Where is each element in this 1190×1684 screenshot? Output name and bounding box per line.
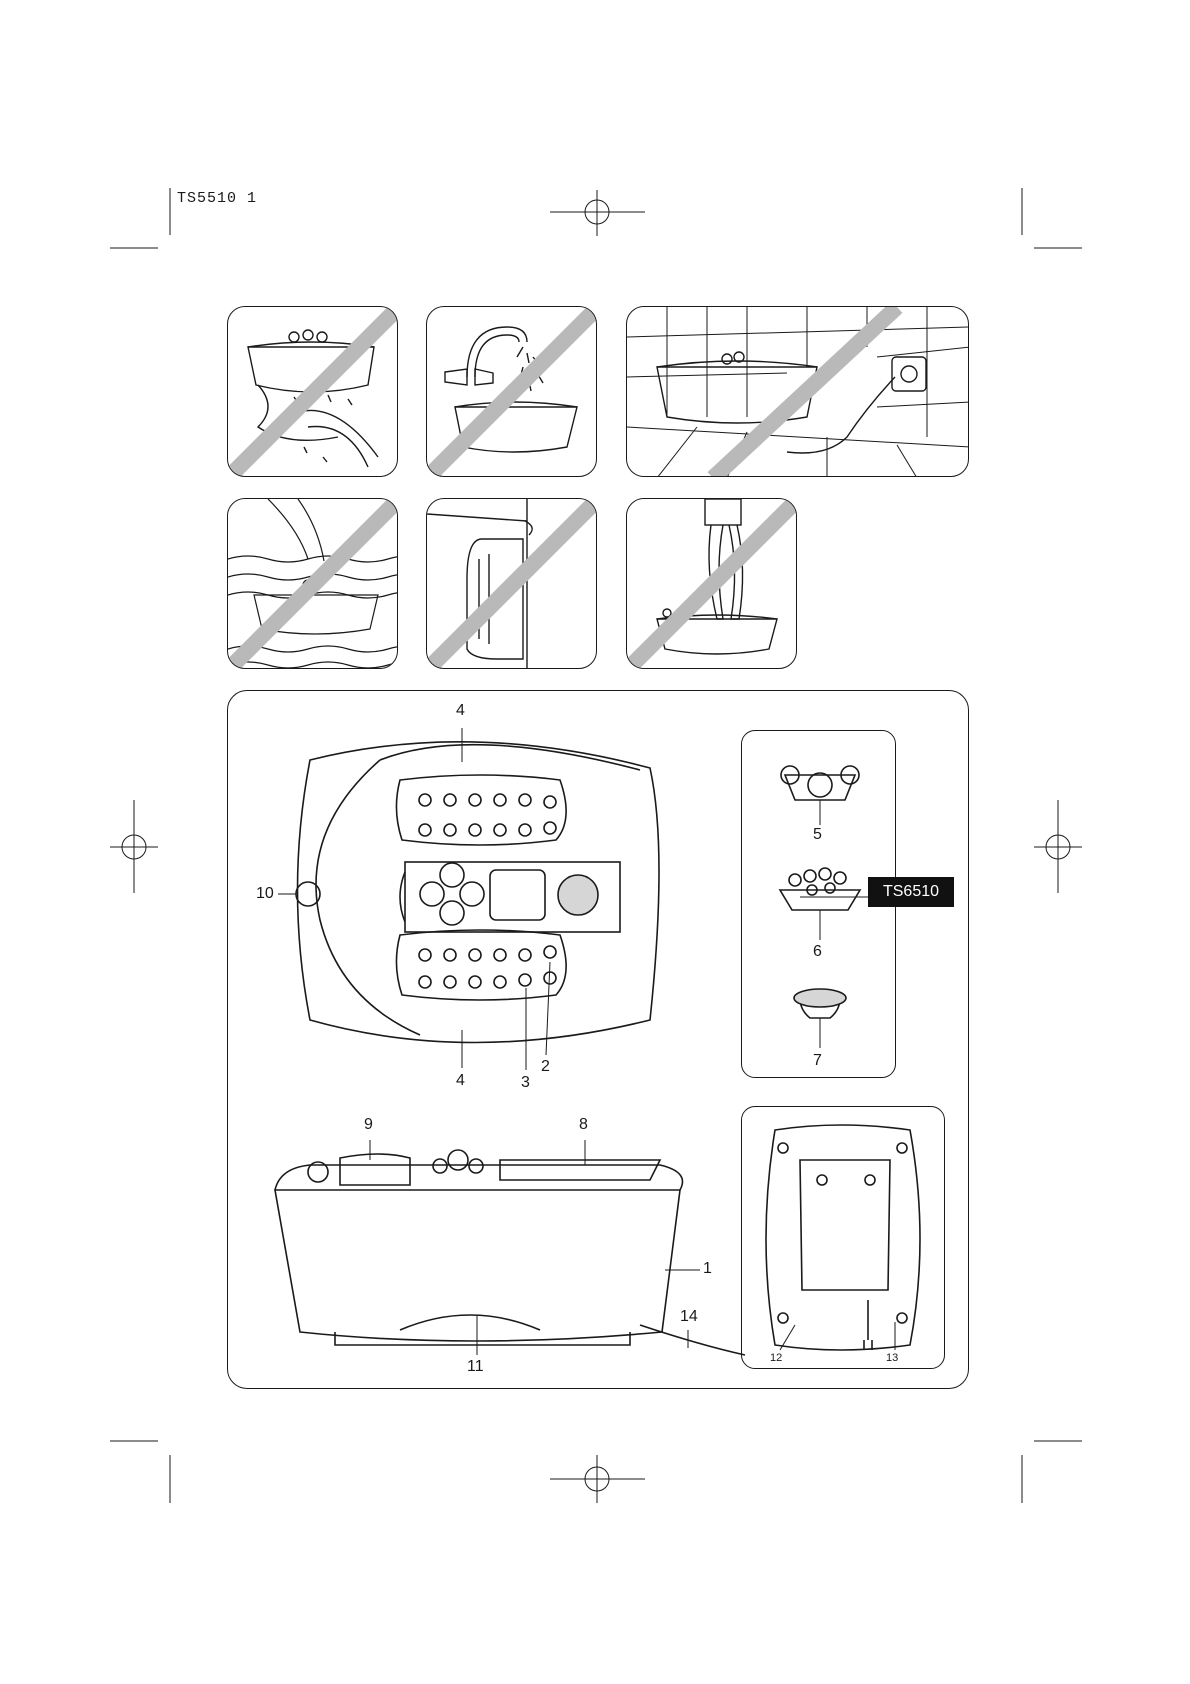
label-8: 8 [579,1116,588,1134]
top-view-outer [298,742,660,1043]
accessory-6 [780,890,860,910]
label-1: 1 [703,1260,712,1278]
label-6: 6 [813,943,822,961]
label-5: 5 [813,826,822,844]
bottom-foot-tray [396,930,566,1000]
label-9: 9 [364,1116,373,1134]
label-4-bottom: 4 [456,1072,465,1090]
label-3: 3 [521,1074,530,1092]
label-13: 13 [886,1352,898,1364]
label-11: 11 [467,1358,484,1376]
label-12: 12 [770,1352,782,1364]
model-tag: TS6510 [868,877,954,907]
bottom-tray-nozzles [419,946,556,988]
label-2: 2 [541,1058,550,1076]
leader-lines [278,728,895,1355]
label-10: 10 [256,885,274,903]
label-4-top: 4 [456,702,465,720]
top-tray-nozzles [419,794,556,836]
label-7: 7 [813,1052,822,1070]
label-14: 14 [680,1308,698,1326]
